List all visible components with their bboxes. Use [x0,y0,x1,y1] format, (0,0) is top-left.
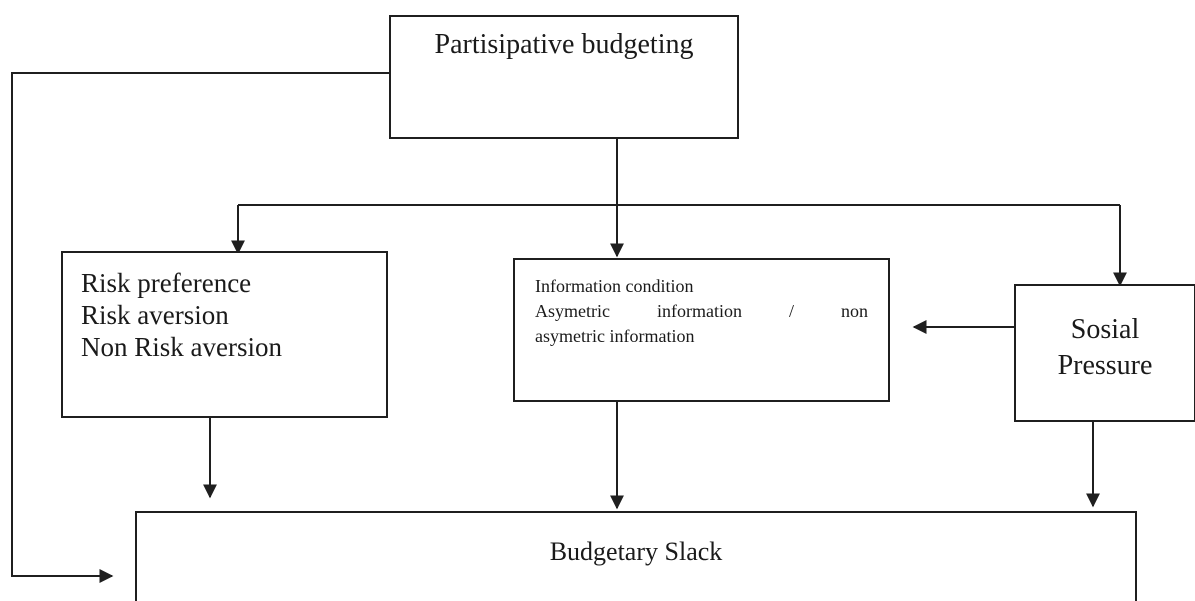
node-label: Budgetary Slack [549,537,723,566]
info-line-3: asymetric information [535,326,695,346]
node-information-condition: Information condition Asymetric informat… [513,258,890,402]
info-line-2: Asymetric information / non [535,299,868,324]
risk-line-1: Risk preference [81,268,252,298]
node-social-pressure: Sosial Pressure [1014,284,1195,422]
node-label-group: Information condition Asymetric informat… [535,274,868,349]
node-label-group: Risk preference Risk aversion Non Risk a… [81,267,282,363]
risk-line-3: Non Risk aversion [81,332,282,362]
social-line-2: Pressure [1057,350,1153,381]
info-line-1: Information condition [535,276,694,296]
node-risk-preference: Risk preference Risk aversion Non Risk a… [61,251,388,418]
info-word: information [656,301,742,321]
node-label: Partisipative budgeting [434,29,694,60]
node-budgetary-slack: Budgetary Slack [135,511,1137,601]
social-line-1: Sosial [1070,314,1140,345]
info-word: Asymetric [535,301,610,321]
risk-line-2: Risk aversion [81,300,229,330]
edge-participative-to-slack [11,72,390,583]
node-participative-budgeting: Partisipative budgeting [389,15,739,139]
node-label-group: Sosial Pressure [1016,312,1194,384]
info-word: / [788,301,794,321]
info-word: non [840,301,868,321]
